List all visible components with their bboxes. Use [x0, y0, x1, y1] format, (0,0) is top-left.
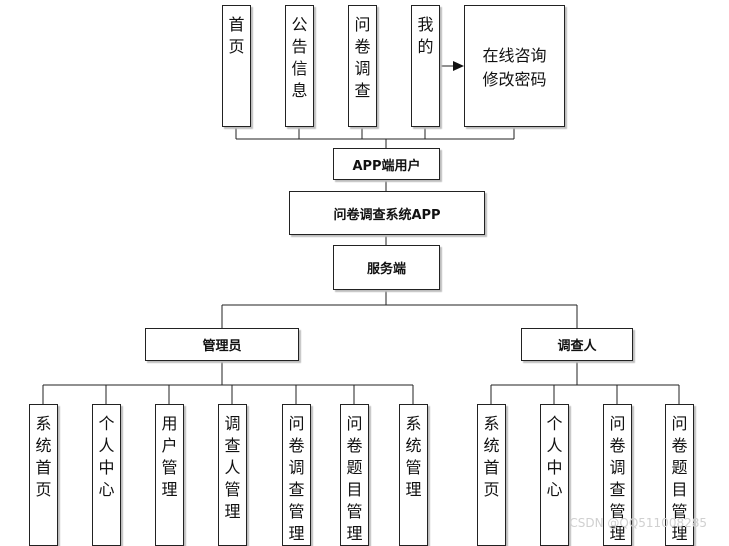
node-system: 问卷调查系统APP	[289, 191, 485, 235]
watermark: CSDN @QQ511008285	[569, 516, 707, 530]
arrow-head-icon	[453, 61, 464, 71]
node-announcement: 公告信息	[285, 5, 314, 127]
node-surveyor-module: 系统首页	[477, 404, 506, 546]
server-label: 服务端	[366, 262, 406, 277]
node-admin: 管理员	[145, 328, 299, 361]
node-server: 服务端	[333, 245, 440, 290]
node-surveyor: 调查人	[521, 328, 633, 361]
node-surveyor-module: 问卷调查管理	[603, 404, 632, 546]
node-admin-module: 用户管理	[155, 404, 184, 546]
node-admin-module: 系统管理	[399, 404, 428, 546]
app-user-label: APP端用户	[352, 158, 421, 174]
node-home: 首页	[222, 5, 251, 127]
surveyor-label: 调查人	[557, 339, 597, 354]
system-label: 问卷调查系统APP	[333, 207, 441, 223]
node-survey: 问卷调查	[348, 5, 377, 127]
submenu-item-password: 修改密码	[482, 70, 547, 89]
node-admin-module: 个人中心	[92, 404, 121, 546]
submenu-item-consult: 在线咨询	[482, 46, 547, 65]
node-app-user: APP端用户	[333, 148, 440, 180]
node-admin-module: 问卷题目管理	[340, 404, 369, 546]
node-mine: 我的	[411, 5, 440, 127]
node-admin-module: 问卷调查管理	[282, 404, 311, 546]
node-surveyor-module: 问卷题目管理	[665, 404, 694, 546]
admin-label: 管理员	[202, 339, 242, 354]
node-admin-module: 系统首页	[29, 404, 58, 546]
node-surveyor-module: 个人中心	[540, 404, 569, 546]
node-mine-submenu: 在线咨询 修改密码	[464, 5, 565, 127]
node-admin-module: 调查人管理	[218, 404, 247, 546]
